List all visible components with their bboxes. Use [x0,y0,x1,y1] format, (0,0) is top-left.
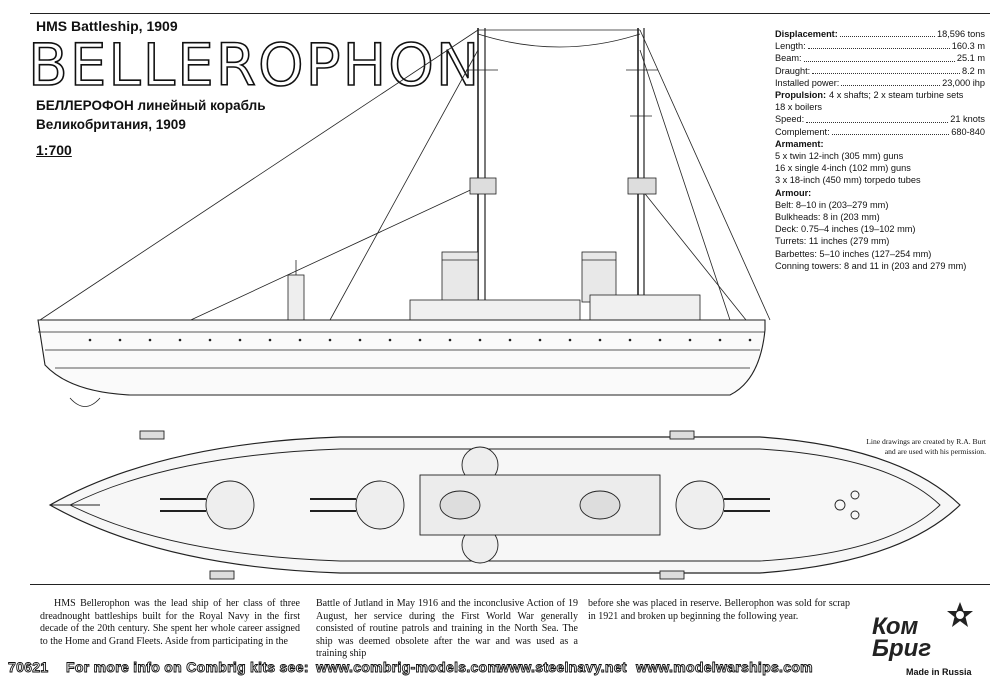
spec-value: 25.1 m [956,53,985,64]
dotted-leader [831,126,950,135]
website-link-steelnavy[interactable]: www.steelnavy.net [498,659,627,676]
armour-line: Deck: 0.75–4 inches (19–102 mm) [775,224,916,235]
spec-value: 21 knots [950,114,985,125]
spec-row-complement: Complement: 680-840 [775,126,985,138]
footer-bar: 70621 For more info on Combrig kits see:… [0,655,1000,681]
dotted-leader [803,52,955,62]
armour-line: Belt: 8–10 in (203–279 mm) [775,199,889,210]
ship-side-profile-drawing [37,28,771,407]
russian-title: БЕЛЛЕРОФОН линейный корабль [36,98,266,113]
spec-row-displacement: Displacement: 18,596 tons [775,28,985,40]
armour-line: Bulkheads: 8 in (203 mm) [775,212,880,223]
armour-line: Turrets: 11 inches (279 mm) [775,236,890,247]
spec-value: 160.3 m [951,41,985,52]
spec-value: 8.2 m [962,65,985,76]
spec-label: Installed power: [775,77,840,88]
kit-number: 70621 [8,659,49,676]
spec-label: Draught: [775,65,811,76]
dotted-leader [812,65,961,74]
armour-heading: Armour: [775,187,812,198]
footer-info-text: For more info on Combrig kits see: [66,659,309,676]
made-in-label: Made in Russia [906,667,972,677]
star-logo-icon [947,602,973,627]
logo-line-2: Бриг [872,635,932,662]
top-border-line [30,13,990,14]
armament-line: 3 x 18-inch (450 mm) torpedo tubes [775,175,921,186]
dotted-leader [839,28,935,38]
credit-line: and are used with his permission. [884,447,986,456]
description-column-2: Battle of Jutland in May 1916 and the in… [316,598,578,660]
spec-value: 4 x shafts; 2 x steam turbine sets [829,90,964,101]
armour-line: Conning towers: 8 and 11 in (203 and 279… [775,260,967,271]
spec-row-length: Length: 160.3 m [775,40,985,52]
spec-label: Beam: [775,53,802,64]
spec-label: Speed: [775,114,805,125]
spec-label: Propulsion: [775,90,827,101]
spec-label: Length: [775,41,806,52]
credit-line: Line drawings are created by R.A. Burt [866,437,986,446]
website-link-modelwarships[interactable]: www.modelwarships.com [636,659,814,676]
spec-row-draught: Draught: 8.2 m [775,65,985,77]
dotted-leader [807,40,950,50]
armament-line: 5 x twin 12-inch (305 mm) guns [775,151,904,162]
russian-subtitle: Великобритания, 1909 [36,117,186,132]
drawing-credit: Line drawings are created by R.A. Burt a… [826,437,986,457]
combrig-logo: Ком Бриг [872,613,932,662]
spec-value: 680-840 [951,126,985,137]
dotted-leader [806,113,949,123]
ship-title: BELLEROPHON [27,31,482,99]
website-link-combrig[interactable]: www.combrig-models.com [316,659,501,676]
armament-heading: Armament: [775,138,824,149]
specifications-panel: Displacement: 18,596 tons Length: 160.3 … [775,28,985,272]
armament-line: 16 x single 4-inch (102 mm) guns [775,163,911,174]
dotted-leader [841,77,941,87]
ship-subtitle: HMS Battleship, 1909 [36,18,178,34]
spec-row-beam: Beam: 25.1 m [775,52,985,64]
scale-label: 1:700 [36,142,72,158]
spec-row-speed: Speed: 21 knots [775,113,985,125]
spec-row-propulsion: Propulsion: 4 x shafts; 2 x steam turbin… [775,89,985,101]
spec-row-boilers: 18 x boilers [775,102,822,113]
spec-label: Displacement: [775,29,838,39]
armour-line: Barbettes: 5–10 inches (127–254 mm) [775,248,932,259]
logo-line-1: Ком [872,613,919,640]
spec-value: 18,596 tons [936,29,985,39]
description-column-3: before she was placed in reserve. Beller… [588,598,850,622]
spec-value: 23,000 ihp [942,77,985,88]
spec-row-power: Installed power: 23,000 ihp [775,77,985,89]
spec-label: Complement: [775,126,830,137]
divider-line [30,584,990,585]
description-column-1: HMS Bellerophon was the lead ship of her… [40,598,300,647]
ship-deck-plan-drawing [48,430,961,580]
